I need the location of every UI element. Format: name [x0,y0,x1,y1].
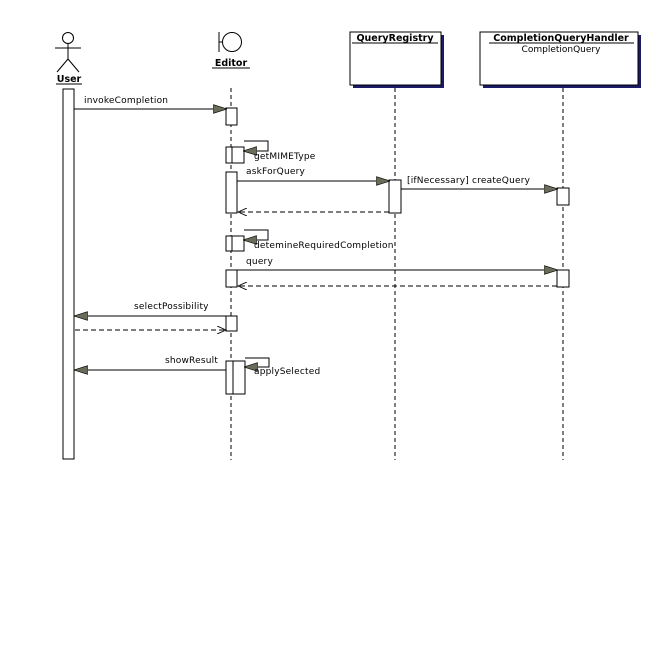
editor-activation-getmimetype-nested [231,146,245,164]
askforquery-label: askForQuery [246,167,306,177]
invokecompletion-label: invokeCompletion [84,96,168,106]
selectpossibility-label: selectPossibility [134,302,209,312]
applyselected-label: applySelected [254,367,320,377]
query-label: query [246,257,273,267]
editor-activation-selectpossibility [225,315,238,332]
editor-label: Editor [215,58,248,69]
showresult-label: showResult [165,356,218,366]
editor-activation-askforquery [225,171,238,214]
editor-activation-determine-nested [231,235,245,252]
editor-boundary-icon [218,32,242,52]
queryregistry-label: QueryRegistry [356,33,434,44]
completionqueryhandler-label: CompletionQueryHandler [493,33,629,44]
applyselected-self-arrow [245,357,270,367]
queryregistry-object-box [349,31,444,88]
editor-activation-applyselected [232,360,246,395]
determine-label: detemineRequiredCompletion [254,241,394,251]
completionqueryhandler-activation-query [556,269,570,288]
createquery-label: [ifNecessary] createQuery [407,176,531,186]
completionqueryhandler-activation-createquery [556,187,570,206]
completionqueryhandler-object-box [479,31,641,88]
queryregistry-activation-askforquery [388,179,402,214]
editor-activation-invoke [225,107,238,126]
getmimetype-label: getMIMEType [254,152,316,162]
completionquery-class-label: CompletionQuery [522,45,602,55]
user-actor-icon [55,32,81,73]
getmimetype-self-arrow [244,140,269,151]
determine-self-arrow [244,229,269,240]
user-label: User [57,74,82,85]
editor-activation-query [225,269,238,288]
user-activation-bar [62,88,75,460]
